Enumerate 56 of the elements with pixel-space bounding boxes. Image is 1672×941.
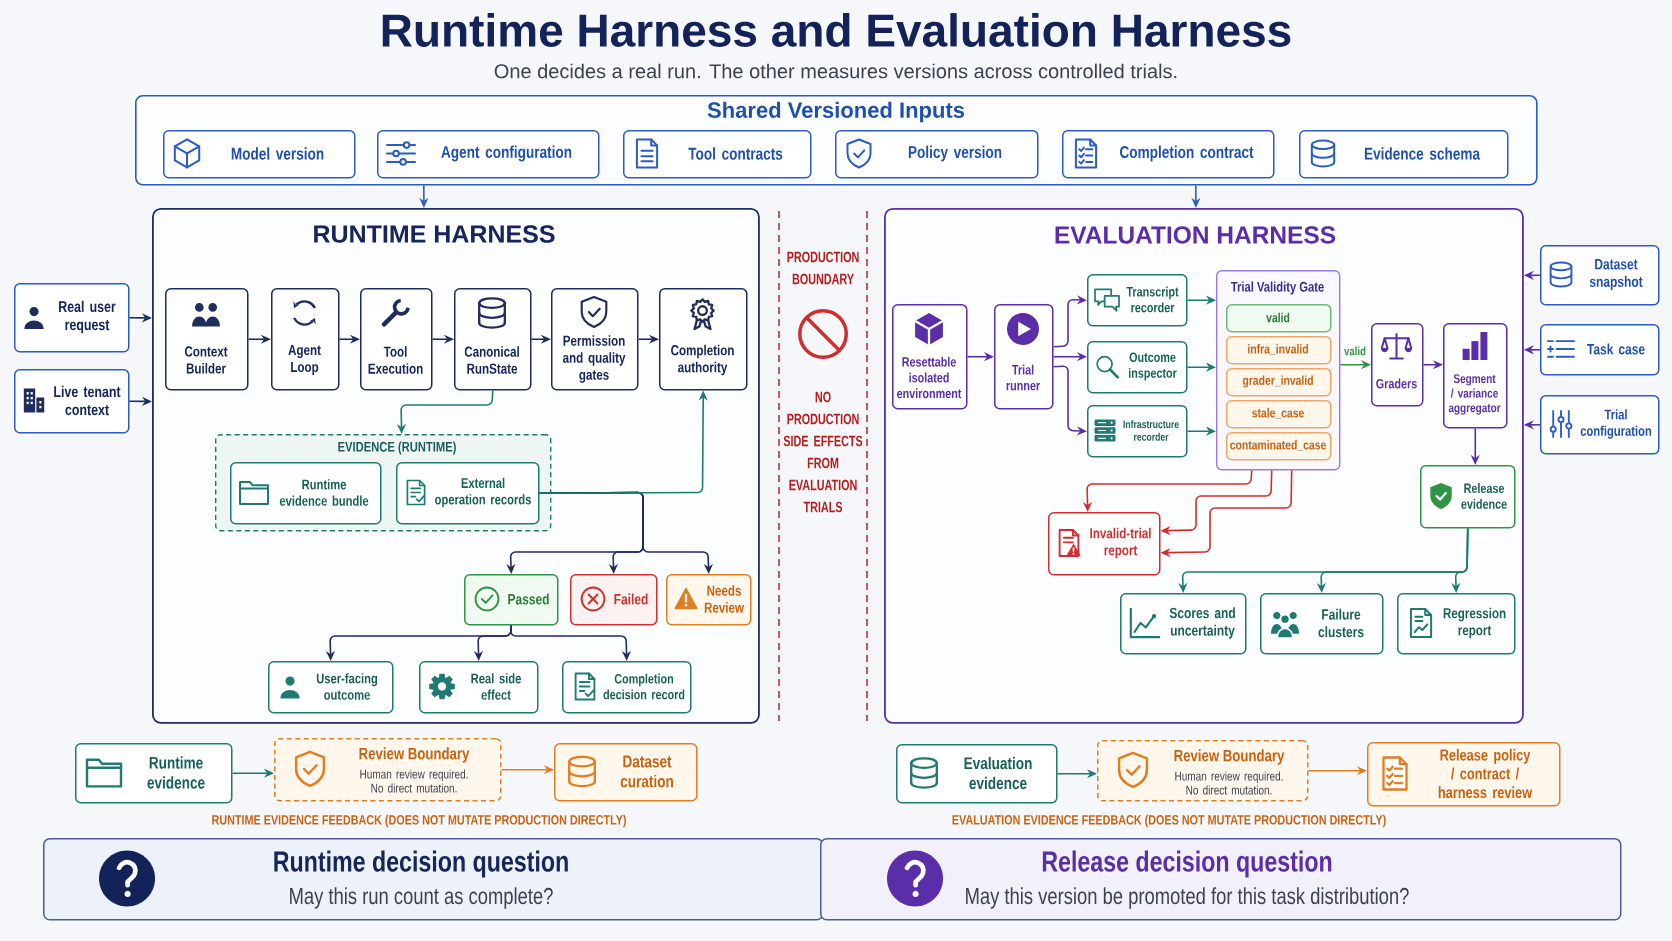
output-box: Dataset curation — [554, 743, 698, 802]
output-box: Real side effect — [419, 661, 539, 714]
status-box: Failed — [570, 574, 658, 626]
question-panel: Runtime decision question May this run count as complete? — [43, 838, 824, 921]
input-box: Agent configuration — [377, 130, 600, 179]
process-box: Resettable isolated environment — [892, 304, 968, 410]
process-box: Completion authority — [659, 288, 748, 391]
review-box: Review Boundary Human review required. No direct mutation. — [274, 738, 502, 802]
subtitle: One decides a real run. The other measures versions across controlled trials. — [494, 63, 1177, 79]
output-box: User-facing outcome — [268, 661, 394, 714]
evidence-box: External operation records — [396, 462, 540, 525]
process-box: Agent Loop — [271, 288, 340, 391]
output-box: Failure clusters — [1260, 593, 1384, 655]
input-box: Live tenant context — [14, 369, 130, 434]
evidence-box: Runtime evidence bundle — [230, 462, 382, 525]
input-box: Task case — [1540, 324, 1660, 376]
status-box: infra_invalid — [1226, 336, 1332, 365]
status-box: Needs Review — [666, 574, 752, 626]
report-box: Invalid-trial report — [1048, 512, 1161, 576]
input-box: Trial configuration — [1540, 395, 1660, 455]
input-box: Evidence schema — [1299, 130, 1509, 179]
process-box: Tool Execution — [360, 288, 433, 391]
process-box: Context Builder — [165, 288, 249, 391]
note-text: EVALUATION EVIDENCE FEEDBACK (DOES NOT MUTATE PRODUCTION DIRECTLY) — [952, 814, 1386, 828]
input-box: Real user request — [14, 283, 130, 353]
note-text: RUNTIME EVIDENCE FEEDBACK (DOES NOT MUTATE PRODUCTION DIRECTLY) — [212, 814, 626, 828]
boundary-band: PRODUCTION BOUNDARY NO PRODUCTION SIDE EFFECTS FROM EVALUATION TRIALS — [778, 210, 868, 722]
recorder-box: Transcript recorder — [1087, 274, 1188, 327]
status-box: stale_case — [1226, 400, 1332, 429]
input-box: Completion contract — [1062, 130, 1275, 179]
output-box: Scores and uncertainty — [1120, 593, 1247, 655]
edge-label: valid — [1342, 345, 1368, 357]
status-box: grader_invalid — [1226, 368, 1332, 397]
node-label: PRODUCTION BOUNDARY — [787, 251, 859, 285]
input-box: Model version — [163, 130, 356, 179]
status-box: Passed — [464, 574, 559, 626]
title: Runtime Harness and Evaluation Harness — [382, 13, 1291, 47]
output-box: Regression report — [1397, 593, 1516, 655]
evidence-box: Evaluation evidence — [896, 744, 1058, 804]
input-box: Dataset snapshot — [1540, 245, 1660, 306]
recorder-box: Infrastructure recorder — [1087, 405, 1188, 458]
status-box: valid — [1226, 304, 1332, 333]
process-box: Graders — [1371, 323, 1424, 407]
output-box: Release policy / contract / harness review — [1367, 742, 1561, 807]
review-box: Review Boundary Human review required. No direct mutation. — [1097, 740, 1309, 802]
output-box: Completion decision record — [562, 661, 692, 714]
process-box: Segment / variance aggregator — [1443, 323, 1508, 429]
input-box: Policy version — [835, 130, 1039, 179]
question-panel: Release decision question May this version be promoted for this task distribution? — [820, 838, 1622, 921]
recorder-box: Outcome inspector — [1087, 341, 1188, 394]
node-label: NO PRODUCTION SIDE EFFECTS FROM EVALUATION TRIALS — [783, 391, 863, 513]
process-box: Permission and quality gates — [551, 288, 639, 391]
input-box: Tool contracts — [623, 130, 812, 179]
evidence-box: Release evidence — [1420, 465, 1516, 529]
status-box: contaminated_case — [1226, 432, 1332, 461]
process-box: Canonical RunState — [454, 288, 532, 391]
